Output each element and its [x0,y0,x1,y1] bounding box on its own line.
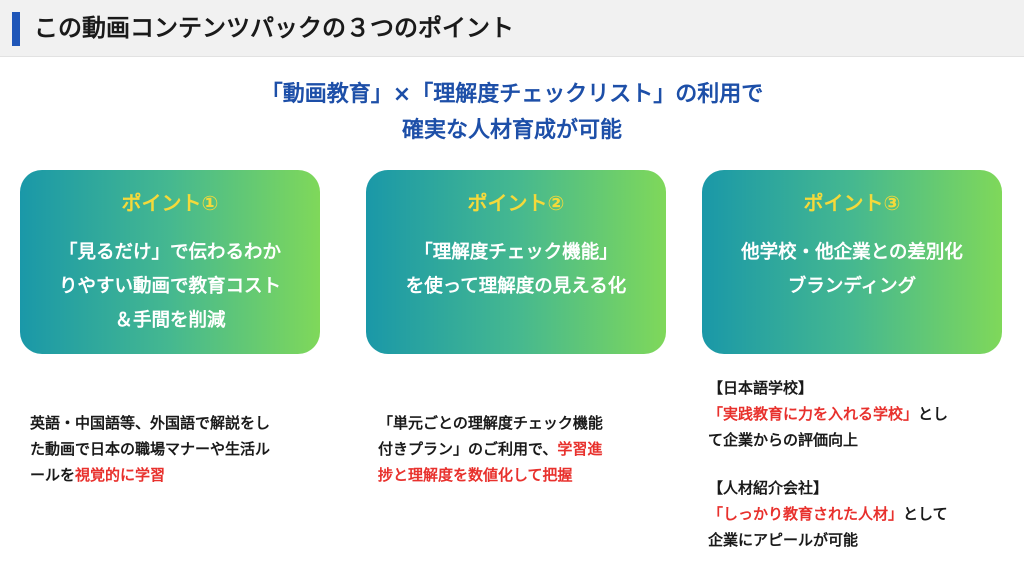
spacer [708,453,948,475]
description-text: ールを [30,466,76,484]
school-heading: 【日本語学校】 [708,379,814,397]
description-line: 英語・中国語等、外国語で解説をし [30,414,271,432]
highlight-text: 学習進 [557,440,603,458]
point-card-2: ポイント② 「理解度チェック機能」 を使って理解度の見える化 [366,170,666,354]
point-text-line: を使って理解度の見える化 [405,276,627,297]
point-label: ポイント③ [803,191,901,215]
point-card-3: ポイント③ 他学校・他企業との差別化 ブランディング [702,170,1002,354]
header-accent-bar [12,12,20,46]
description-line: 付きプラン」のご利用で、学習進 [378,436,603,462]
description-1: 英語・中国語等、外国語で解説をし た動画で日本の職場マナーや生活ル ールを視覚的… [30,410,270,488]
point-label: ポイント① [121,191,219,215]
description-text: 付きプラン」のご利用で、 [378,440,558,458]
point-text-line: りやすい動画で教育コスト [58,276,281,297]
description-line: 企業にアピールが可能 [708,531,859,549]
description-text: とし [918,405,949,423]
highlight-text: 「実践教育に力を入れる学校」 [708,405,919,423]
point-text: 「理解度チェック機能」 を使って理解度の見える化 [366,236,666,304]
point-text-line: ブランディング [787,276,917,297]
headline-line-2: 確実な人材育成が可能 [401,118,622,143]
point-text-line: 「理解度チェック機能」 [414,242,618,263]
highlight-text: 捗と理解度を数値化して把握 [378,466,573,484]
point-text: 「見るだけ」で伝わるわか りやすい動画で教育コスト ＆手間を削減 [20,236,320,338]
page-title: この動画コンテンツパックの３つのポイント [34,14,514,42]
description-line: 「実践教育に力を入れる学校」とし [708,401,948,427]
description-line: ールを視覚的に学習 [30,462,270,488]
highlight-text: 視覚的に学習 [75,466,166,484]
point-text-line: 「見るだけ」で伝わるわか [58,242,281,263]
description-2: 「単元ごとの理解度チェック機能 付きプラン」のご利用で、学習進 捗と理解度を数値… [378,410,603,488]
description-line: て企業からの評価向上 [708,431,859,449]
point-text: 他学校・他企業との差別化 ブランディング [702,236,1002,304]
headline-line-1: 「動画教育」×「理解度チェックリスト」の利用で [260,82,764,107]
description-line: 「単元ごとの理解度チェック機能 [378,414,603,432]
description-line: た動画で日本の職場マナーや生活ル [30,440,271,458]
description-text: として [903,505,948,523]
agency-heading: 【人材紹介会社】 [708,479,829,497]
description-3: 【日本語学校】 「実践教育に力を入れる学校」とし て企業からの評価向上 【人材紹… [708,375,948,553]
header: この動画コンテンツパックの３つのポイント [0,0,1024,57]
point-text-line: ＆手間を削減 [114,310,226,331]
description-line: 「しっかり教育された人材」として [708,501,948,527]
point-card-1: ポイント① 「見るだけ」で伝わるわか りやすい動画で教育コスト ＆手間を削減 [20,170,320,354]
highlight-text: 「しっかり教育された人材」 [708,505,904,523]
point-text-line: 他学校・他企業との差別化 [741,242,963,263]
point-label: ポイント② [467,191,565,215]
